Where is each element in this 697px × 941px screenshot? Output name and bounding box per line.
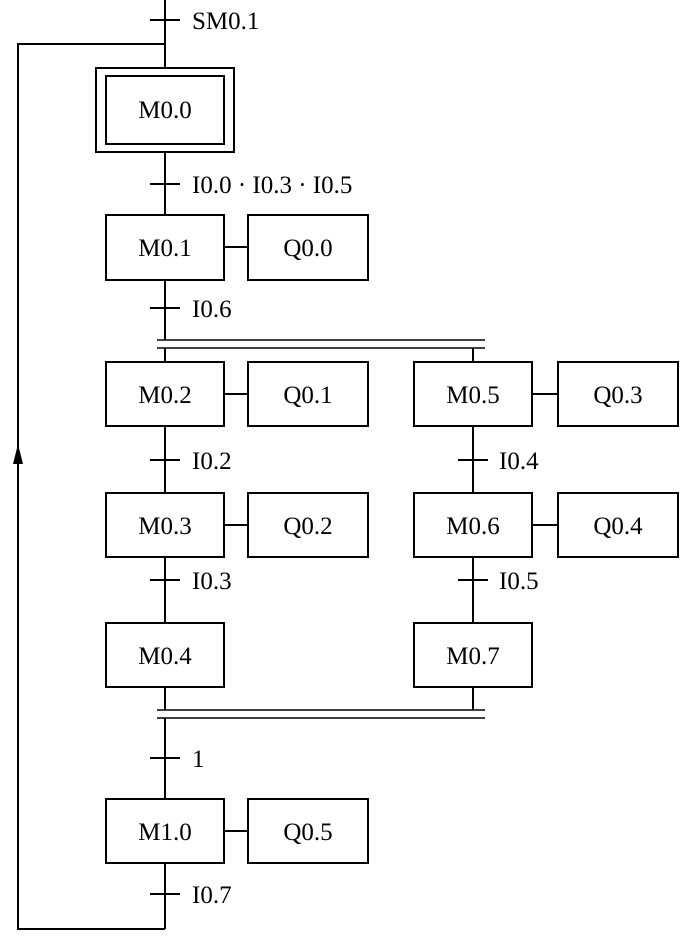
transition-label-t1: I0.0 · I0.3 · I0.5 bbox=[192, 172, 352, 199]
transition-label-t7: 1 bbox=[192, 746, 205, 773]
svg-text:M0.7: M0.7 bbox=[446, 643, 499, 670]
transition-label-t5: I0.4 bbox=[499, 448, 539, 475]
svg-text:Q0.0: Q0.0 bbox=[283, 235, 332, 262]
action-q02: Q0.2 bbox=[247, 492, 369, 558]
svg-text:Q0.1: Q0.1 bbox=[283, 382, 332, 409]
transition-label-t3: I0.2 bbox=[192, 448, 232, 475]
svg-text:Q0.3: Q0.3 bbox=[593, 382, 642, 409]
action-q03: Q0.3 bbox=[557, 361, 679, 427]
svg-text:M0.6: M0.6 bbox=[446, 513, 499, 540]
transition-label-t8: I0.7 bbox=[192, 882, 232, 909]
step-m06: M0.6 bbox=[413, 492, 533, 558]
svg-text:M0.5: M0.5 bbox=[446, 382, 499, 409]
step-m02: M0.2 bbox=[105, 361, 225, 427]
step-m07: M0.7 bbox=[413, 622, 533, 688]
step-m03: M0.3 bbox=[105, 492, 225, 558]
action-q05: Q0.5 bbox=[247, 798, 369, 864]
svg-text:M0.3: M0.3 bbox=[138, 513, 191, 540]
return-loop-line bbox=[17, 43, 165, 930]
svg-text:Q0.2: Q0.2 bbox=[283, 513, 332, 540]
action-q00: Q0.0 bbox=[247, 214, 369, 281]
svg-text:Q0.4: Q0.4 bbox=[593, 513, 643, 540]
return-arrow-icon bbox=[13, 444, 23, 464]
initial-step-m00: M0.0 bbox=[95, 67, 235, 153]
action-q04: Q0.4 bbox=[557, 492, 679, 558]
svg-text:M0.1: M0.1 bbox=[138, 235, 191, 262]
step-m10: M1.0 bbox=[105, 798, 225, 864]
step-m01: M0.1 bbox=[105, 214, 225, 281]
parallel-divergence bbox=[157, 339, 485, 349]
action-q01: Q0.1 bbox=[247, 361, 369, 427]
parallel-convergence bbox=[157, 709, 485, 719]
step-m05: M0.5 bbox=[413, 361, 533, 427]
transition-label-t4: I0.3 bbox=[192, 568, 232, 595]
svg-text:M0.0: M0.0 bbox=[138, 97, 191, 124]
svg-text:M1.0: M1.0 bbox=[138, 819, 191, 846]
svg-text:M0.4: M0.4 bbox=[138, 643, 192, 670]
svg-text:M0.2: M0.2 bbox=[138, 382, 191, 409]
svg-text:Q0.5: Q0.5 bbox=[283, 819, 332, 846]
transition-label-t0: SM0.1 bbox=[192, 8, 259, 35]
transition-label-t6: I0.5 bbox=[499, 568, 539, 595]
transition-label-t2: I0.6 bbox=[192, 296, 232, 323]
step-m04: M0.4 bbox=[105, 622, 225, 688]
